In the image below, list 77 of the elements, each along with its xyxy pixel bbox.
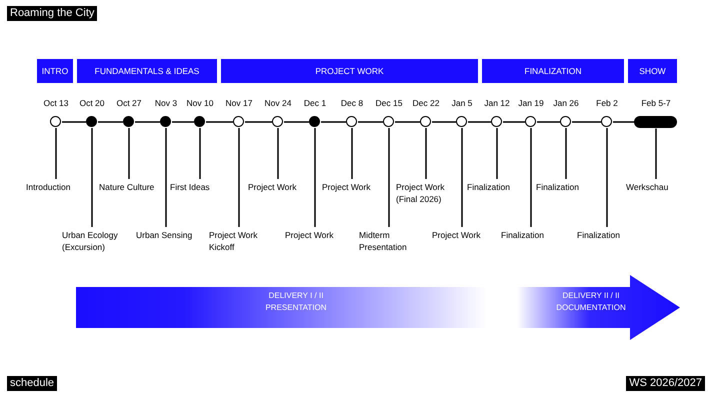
date-label: Nov 10: [186, 98, 214, 108]
date-label: Dec 15: [374, 98, 404, 108]
leader-line: [461, 128, 463, 227]
date-label: Oct 13: [42, 98, 70, 108]
arrow-label: DELIVERY I / II PRESENTATION: [264, 290, 328, 314]
date-label: Nov 17: [224, 98, 254, 108]
timeline-line: [613, 121, 634, 123]
timeline-line: [206, 121, 233, 123]
event-label: Project Work: [285, 229, 345, 241]
leader-line: [277, 128, 279, 179]
timeline-line: [172, 121, 194, 123]
timeline-line: [62, 121, 86, 123]
date-label: Jan 12: [483, 98, 511, 108]
timeline-line: [572, 121, 601, 123]
phase-band: PROJECT WORK: [221, 59, 478, 83]
event-label: Finalization: [577, 229, 637, 241]
date-label: Nov 3: [154, 98, 178, 108]
date-label: Nov 24: [264, 98, 292, 108]
leader-line: [91, 128, 93, 227]
phase-band: INTRO: [37, 59, 73, 83]
timeline-line: [321, 121, 346, 123]
leader-line: [530, 128, 532, 227]
event-label: Project Work: [248, 181, 308, 193]
leader-line: [655, 128, 657, 179]
phase-band: FUNDAMENTALS & IDEAS: [77, 59, 217, 83]
timeline-line: [284, 121, 309, 123]
timeline-line: [358, 121, 383, 123]
leader-line: [496, 128, 498, 179]
event-label: Project Work (Final 2026): [396, 181, 456, 205]
event-label: Project Work: [322, 181, 382, 193]
event-label: Introduction: [26, 181, 86, 193]
timeline-line: [245, 121, 272, 123]
timeline-line: [503, 121, 525, 123]
leader-line: [55, 128, 57, 179]
date-label: Oct 27: [115, 98, 143, 108]
event-label: Nature Culture: [99, 181, 159, 193]
phase-band: SHOW: [628, 59, 677, 83]
date-label: Jan 5: [450, 98, 474, 108]
timeline-line: [468, 121, 491, 123]
event-label: Project Work: [432, 229, 492, 241]
date-label: Dec 8: [340, 98, 364, 108]
event-label: Werkschau: [626, 181, 686, 193]
event-label: Urban Sensing: [136, 229, 196, 241]
leader-line: [128, 128, 130, 179]
leader-line: [165, 128, 167, 227]
arrow-label: DELIVERY II / II DOCUMENTATION: [555, 290, 627, 314]
leader-line: [425, 128, 427, 179]
leader-line: [606, 128, 608, 227]
timeline-line: [537, 121, 560, 123]
footer-label: WS 2026/2027: [626, 376, 705, 391]
event-label: Urban Ecology (Excursion): [62, 229, 122, 253]
footer-label: schedule: [7, 376, 58, 391]
date-label: Feb 5-7: [640, 98, 672, 108]
event-label: Finalization: [467, 181, 527, 193]
timeline-line: [98, 121, 123, 123]
leader-line: [314, 128, 316, 227]
event-label: Project Work Kickoff: [209, 229, 269, 253]
leader-line: [238, 128, 240, 227]
date-label: Feb 2: [595, 98, 619, 108]
date-label: Oct 20: [78, 98, 106, 108]
timeline-line: [432, 121, 456, 123]
leader-line: [388, 128, 390, 227]
date-label: Jan 19: [517, 98, 545, 108]
timeline-line: [135, 121, 160, 123]
phase-band: FINALIZATION: [482, 59, 624, 83]
event-label: Midterm Presentation: [359, 229, 419, 253]
leader-line: [199, 128, 201, 179]
event-label: First Ideas: [170, 181, 230, 193]
event-label: Finalization: [501, 229, 561, 241]
event-label: Finalization: [536, 181, 596, 193]
leader-line: [565, 128, 567, 179]
timeline-line: [395, 121, 420, 123]
title: Roaming the City: [7, 6, 98, 21]
date-label: Dec 22: [412, 98, 440, 108]
leader-line: [351, 128, 353, 179]
date-label: Dec 1: [302, 98, 328, 108]
date-label: Jan 26: [552, 98, 580, 108]
